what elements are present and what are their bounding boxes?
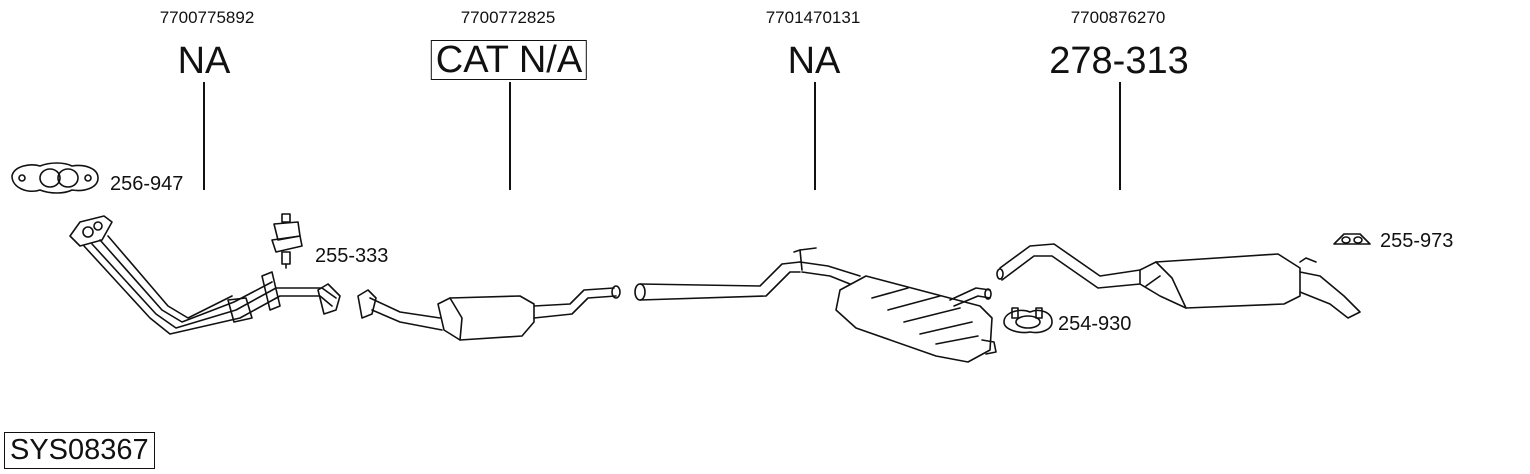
catalytic-converter [357,285,621,341]
gasket-icon [11,162,99,194]
part-label-2: CAT N/A [430,40,588,80]
clamp-icon [1003,307,1053,334]
oem-number-3: 7701470131 [765,8,861,27]
oem-number-1: 7700775892 [159,8,255,27]
accessory-label-gasket: 256-947 [110,173,184,195]
leader-line-4 [1119,82,1121,190]
leader-line-2 [509,82,511,190]
hanger-icon [1333,233,1371,245]
part-label-1: NA [177,40,231,82]
accessory-label-hanger: 255-973 [1380,230,1454,252]
front-pipe [69,215,341,335]
rubber-mount-icon [271,213,303,269]
oem-number-2: 7700772825 [460,8,556,27]
system-code: SYS08367 [4,432,155,469]
rear-silencer [996,243,1361,319]
part-label-4: 278-313 [1049,40,1189,82]
oem-number-4: 7700876270 [1070,8,1166,27]
leader-line-1 [203,82,205,190]
accessory-label-mount: 255-333 [315,245,389,267]
leader-line-3 [814,82,816,190]
part-label-3: NA [787,40,841,82]
centre-silencer [634,247,997,363]
accessory-label-clamp: 254-930 [1058,313,1132,335]
